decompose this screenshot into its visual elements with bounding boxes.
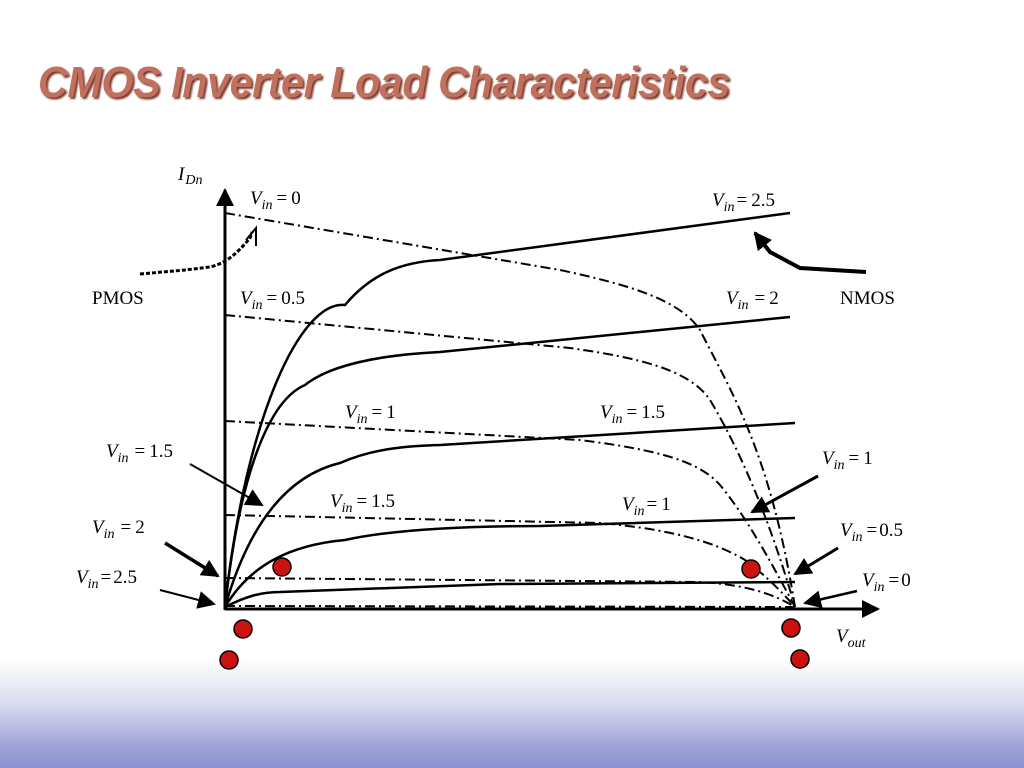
- pmos-curve-vin-2: [224, 577, 796, 608]
- pmos-curve-vin-0: [224, 212, 796, 608]
- vin-label-nmos-0: Vin=0: [862, 570, 911, 595]
- operating-point-marker: [741, 559, 761, 579]
- nmos-curve-vin-1: [223, 516, 796, 608]
- vin-label-nmos-1-outer: Vin=1: [822, 448, 873, 473]
- arrow-pmos-2.5: [159, 589, 216, 609]
- operating-point-marker: [790, 649, 810, 669]
- nmos-curve-vin-2.5: [223, 211, 791, 608]
- y-axis-label: IDn: [177, 164, 202, 188]
- pmos-label: PMOS: [92, 288, 144, 309]
- operating-point-marker: [233, 619, 253, 639]
- vin-label-nmos-0.5: Vin=0.5: [840, 520, 903, 545]
- pmos-pointer: [139, 225, 257, 276]
- vin-label-nmos-2: Vin=2: [726, 288, 779, 313]
- nmos-curves: [223, 211, 796, 609]
- vin-label-pmos-0: Vin=0: [250, 188, 301, 213]
- operating-point-marker: [219, 650, 239, 670]
- operating-point-marker: [272, 557, 292, 577]
- vin-label-pmos-1.5-inner: Vin=1.5: [330, 491, 395, 516]
- arrow-nmos-0.5: [793, 546, 839, 576]
- arrow-pmos-2: [164, 541, 220, 578]
- pmos-curve-vin-1.5: [224, 514, 796, 608]
- x-axis-label: Vout: [836, 626, 867, 651]
- pmos-curve-vin-2.5: [224, 605, 796, 608]
- pmos-curve-vin-1: [224, 420, 796, 608]
- vin-label-nmos-1-inner: Vin=1: [622, 494, 671, 519]
- nmos-pointer: [753, 231, 867, 274]
- arrow-pmos-1.5: [189, 463, 264, 506]
- pmos-curves: [224, 212, 796, 608]
- vin-label-pmos-1.5-outer: Vin=1.5: [106, 441, 173, 466]
- pmos-curve-vin-0.5: [224, 314, 796, 608]
- vin-label-nmos-1.5: Vin=1.5: [600, 402, 665, 427]
- slide-background-gradient: [0, 660, 1024, 768]
- operating-points: [219, 557, 810, 670]
- vin-label-pmos-1: Vin=1: [345, 402, 396, 427]
- vin-label-pmos-0.5: Vin=0.5: [240, 288, 305, 313]
- label-arrows: [159, 463, 858, 609]
- arrow-nmos-1: [750, 474, 819, 514]
- axes: IDn Vout: [177, 164, 880, 651]
- operating-point-marker: [781, 618, 801, 638]
- vin-label-pmos-2.5: Vin=2.5: [76, 567, 137, 592]
- nmos-curve-vin-1.5: [223, 421, 796, 608]
- slide-title: CMOS Inverter Load Characteristics: [38, 58, 730, 107]
- nmos-curve-vin-2: [223, 315, 791, 608]
- nmos-label: NMOS: [840, 288, 895, 309]
- vin-label-nmos-2.5: Vin=2.5: [712, 190, 775, 215]
- nmos-curve-vin-0.5: [224, 580, 796, 609]
- arrow-nmos-0: [803, 589, 858, 609]
- vin-label-pmos-2: Vin=2: [92, 517, 145, 542]
- vin-labels: Vin=0 Vin=0.5 Vin=1 Vin=1.5 Vin=2.5 Vin=…: [76, 188, 911, 595]
